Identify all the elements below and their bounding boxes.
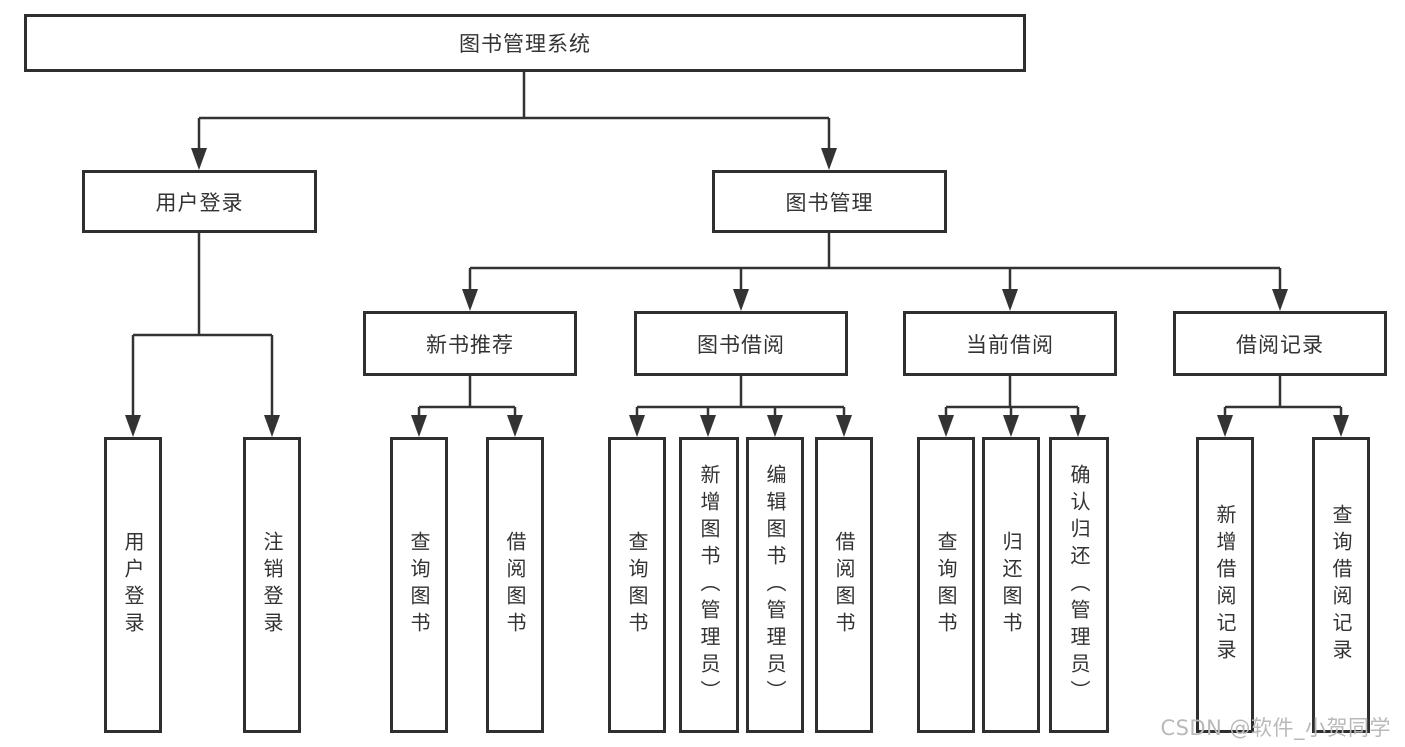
node-book-management: 图书管理 xyxy=(712,170,947,233)
leaf-query-borrow-record: 查询借阅记录 xyxy=(1312,437,1370,733)
node-borrow-records: 借阅记录 xyxy=(1173,311,1387,376)
node-label: 图书管理 xyxy=(785,190,874,215)
node-label: 借阅记录 xyxy=(1236,332,1324,357)
leaf-return-books: 归还图书 xyxy=(982,437,1040,733)
leaf-query-books-recommend: 查询图书 xyxy=(390,437,448,733)
node-label: 图书管理系统 xyxy=(459,32,591,56)
leaf-logout-login: 注销登录 xyxy=(243,437,301,733)
leaf-label: 编辑图书（管理员） xyxy=(763,463,787,707)
leaf-label: 归还图书 xyxy=(999,531,1023,639)
node-label: 新书推荐 xyxy=(426,332,514,357)
leaf-label: 新增借阅记录 xyxy=(1213,504,1237,666)
leaf-query-books-borrow: 查询图书 xyxy=(608,437,666,733)
leaf-label: 查询图书 xyxy=(625,531,649,639)
leaf-confirm-return-admin: 确认归还（管理员） xyxy=(1049,437,1109,733)
leaf-borrow-books-recommend: 借阅图书 xyxy=(486,437,544,733)
node-library-management-system: 图书管理系统 xyxy=(24,14,1026,72)
leaf-label: 新增图书（管理员） xyxy=(697,463,721,707)
node-label: 图书借阅 xyxy=(697,332,785,357)
leaf-user-login: 用户登录 xyxy=(104,437,162,733)
node-user-login: 用户登录 xyxy=(82,170,317,233)
node-label: 当前借阅 xyxy=(966,332,1054,357)
leaf-label: 确认归还（管理员） xyxy=(1067,463,1091,707)
leaf-label: 借阅图书 xyxy=(503,531,527,639)
node-label: 用户登录 xyxy=(155,190,244,215)
leaf-add-book-admin: 新增图书（管理员） xyxy=(679,437,739,733)
leaf-label: 借阅图书 xyxy=(832,531,856,639)
leaf-add-borrow-record: 新增借阅记录 xyxy=(1196,437,1254,733)
leaf-label: 查询借阅记录 xyxy=(1329,504,1353,666)
csdn-watermark: CSDN @软件_小贺同学 xyxy=(1160,716,1391,740)
node-current-borrow: 当前借阅 xyxy=(903,311,1117,376)
leaf-label: 查询图书 xyxy=(934,531,958,639)
leaf-label: 查询图书 xyxy=(407,531,431,639)
node-book-borrow: 图书借阅 xyxy=(634,311,848,376)
node-new-book-recommend: 新书推荐 xyxy=(363,311,577,376)
leaf-borrow-books: 借阅图书 xyxy=(815,437,873,733)
leaf-label: 用户登录 xyxy=(121,531,145,639)
leaf-label: 注销登录 xyxy=(260,531,284,639)
leaf-edit-book-admin: 编辑图书（管理员） xyxy=(746,437,804,733)
leaf-query-books-current: 查询图书 xyxy=(917,437,975,733)
